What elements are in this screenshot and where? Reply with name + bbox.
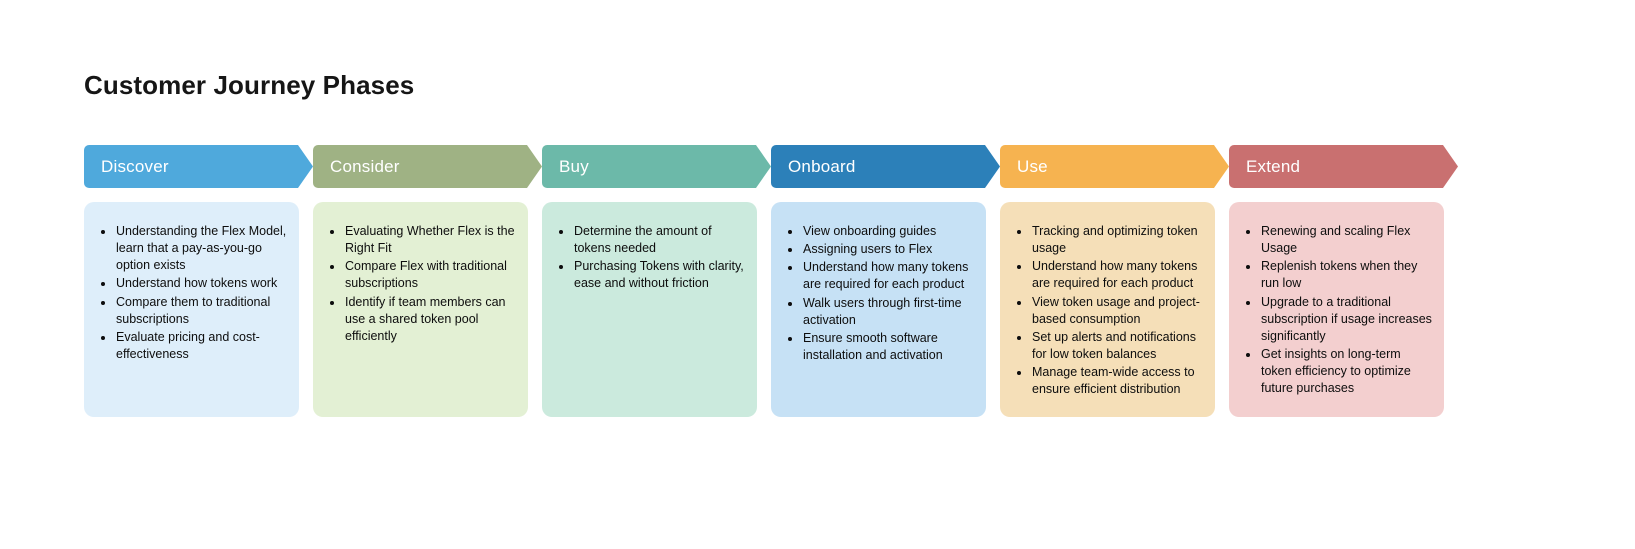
bullet-item: Assigning users to Flex <box>802 241 974 258</box>
phase-header-label: Buy <box>559 156 589 176</box>
phase-extend: ExtendRenewing and scaling Flex UsageRep… <box>1229 145 1444 417</box>
phase-onboard: OnboardView onboarding guidesAssigning u… <box>771 145 986 417</box>
phase-consider: ConsiderEvaluating Whether Flex is the R… <box>313 145 528 417</box>
phase-header-onboard: Onboard <box>771 145 1000 188</box>
phase-bullet-list: Renewing and scaling Flex UsageReplenish… <box>1229 202 1444 408</box>
phase-card-onboard: View onboarding guidesAssigning users to… <box>771 202 986 417</box>
bullet-item: Understand how many tokens are required … <box>802 259 974 293</box>
phase-header-label: Use <box>1017 156 1048 176</box>
bullet-item: Get insights on long-term token efficien… <box>1260 346 1432 397</box>
phase-card-use: Tracking and optimizing token usageUnder… <box>1000 202 1215 417</box>
bullet-item: Tracking and optimizing token usage <box>1031 223 1203 257</box>
bullet-item: Determine the amount of tokens needed <box>573 223 745 257</box>
phase-header-buy: Buy <box>542 145 771 188</box>
bullet-item: Manage team-wide access to ensure effici… <box>1031 364 1203 398</box>
phase-buy: BuyDetermine the amount of tokens needed… <box>542 145 757 417</box>
phase-card-consider: Evaluating Whether Flex is the Right Fit… <box>313 202 528 417</box>
phase-bullet-list: Evaluating Whether Flex is the Right Fit… <box>313 202 528 356</box>
phase-bullet-list: Determine the amount of tokens neededPur… <box>542 202 757 304</box>
phase-discover: DiscoverUnderstanding the Flex Model, le… <box>84 145 299 417</box>
phase-card-extend: Renewing and scaling Flex UsageReplenish… <box>1229 202 1444 417</box>
bullet-item: Evaluating Whether Flex is the Right Fit <box>344 223 516 257</box>
bullet-item: Renewing and scaling Flex Usage <box>1260 223 1432 257</box>
bullet-item: Walk users through first-time activation <box>802 295 974 329</box>
phase-header-discover: Discover <box>84 145 313 188</box>
page: Customer Journey Phases DiscoverUndersta… <box>0 0 1635 417</box>
bullet-item: Compare Flex with traditional subscripti… <box>344 258 516 292</box>
phase-use: UseTracking and optimizing token usageUn… <box>1000 145 1215 417</box>
phase-header-use: Use <box>1000 145 1229 188</box>
phase-card-buy: Determine the amount of tokens neededPur… <box>542 202 757 417</box>
bullet-item: Understanding the Flex Model, learn that… <box>115 223 287 274</box>
bullet-item: Upgrade to a traditional subscription if… <box>1260 294 1432 345</box>
phase-header-label: Consider <box>330 156 400 176</box>
phase-header-extend: Extend <box>1229 145 1458 188</box>
bullet-item: Replenish tokens when they run low <box>1260 258 1432 292</box>
page-title: Customer Journey Phases <box>84 70 415 100</box>
phase-header-label: Extend <box>1246 156 1301 176</box>
bullet-item: Purchasing Tokens with clarity, ease and… <box>573 258 745 292</box>
phase-header-label: Onboard <box>788 156 856 176</box>
phase-bullet-list: View onboarding guidesAssigning users to… <box>771 202 986 375</box>
bullet-item: Identify if team members can use a share… <box>344 294 516 345</box>
phases-row: DiscoverUnderstanding the Flex Model, le… <box>84 145 1551 417</box>
phase-header-consider: Consider <box>313 145 542 188</box>
bullet-item: Understand how many tokens are required … <box>1031 258 1203 292</box>
bullet-item: Evaluate pricing and cost-effectiveness <box>115 329 287 363</box>
bullet-item: Ensure smooth software installation and … <box>802 330 974 364</box>
phase-header-label: Discover <box>101 156 169 176</box>
phase-card-discover: Understanding the Flex Model, learn that… <box>84 202 299 417</box>
bullet-item: View onboarding guides <box>802 223 974 240</box>
bullet-item: Set up alerts and notifications for low … <box>1031 329 1203 363</box>
bullet-item: View token usage and project-based consu… <box>1031 294 1203 328</box>
bullet-item: Understand how tokens work <box>115 275 287 292</box>
phase-bullet-list: Tracking and optimizing token usageUnder… <box>1000 202 1215 409</box>
phase-bullet-list: Understanding the Flex Model, learn that… <box>84 202 299 374</box>
bullet-item: Compare them to traditional subscription… <box>115 294 287 328</box>
